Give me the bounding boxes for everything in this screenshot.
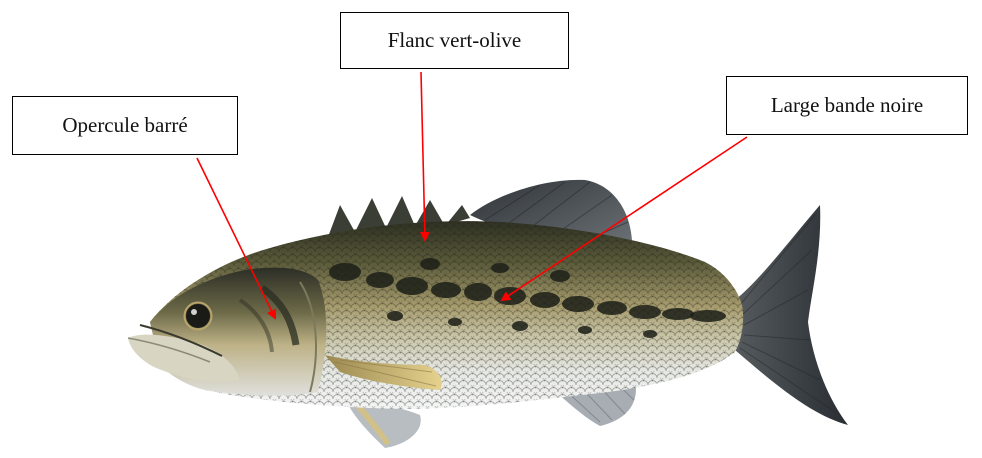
flank-label-box: Flanc vert-olive bbox=[340, 12, 569, 69]
operculum-label: Opercule barré bbox=[62, 113, 187, 138]
tail-fin bbox=[735, 205, 848, 425]
flank-label: Flanc vert-olive bbox=[388, 28, 522, 53]
band-label-box: Large bande noire bbox=[726, 76, 968, 135]
fish-eye bbox=[186, 304, 210, 328]
operculum-label-box: Opercule barré bbox=[12, 96, 238, 155]
band-label: Large bande noire bbox=[771, 93, 923, 118]
